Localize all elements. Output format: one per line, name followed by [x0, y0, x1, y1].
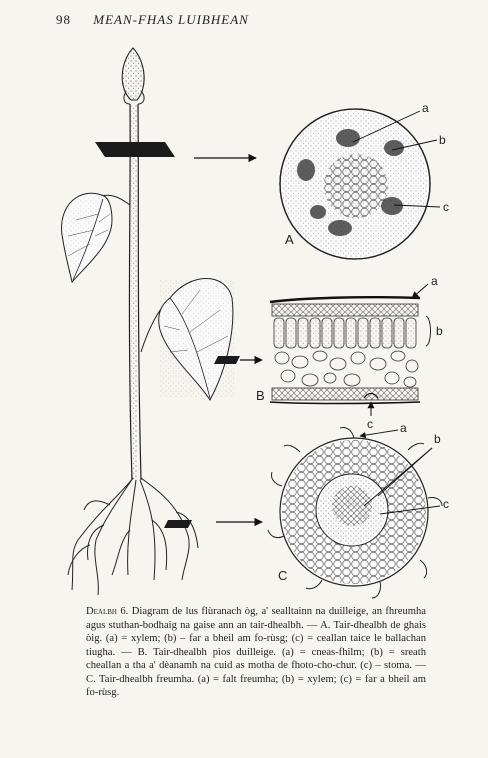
caption-body: Diagram de lus flùranach òg, a' sealltai…	[86, 606, 426, 698]
stem-cross-section: a b c A	[279, 101, 449, 260]
root-callout-c: c	[443, 497, 449, 511]
running-title: MEAN-FHAS LUIBHEAN	[93, 12, 249, 27]
leaf-callout-a: a	[431, 274, 438, 288]
root-callout-b: b	[434, 432, 441, 446]
stem-callout-b: b	[439, 133, 446, 147]
plant-diagram: a b c A	[61, 47, 449, 599]
root-callout-a: a	[400, 421, 407, 435]
spongy-layer	[274, 350, 419, 388]
figure-caption: Dealbh 6. Diagram de lus flùranach òg, a…	[86, 605, 426, 700]
panel-label-b: B	[256, 388, 265, 403]
stem-callout-a: a	[422, 101, 429, 115]
leaf-callout-b: b	[436, 324, 443, 338]
stem-callout-c: c	[443, 200, 449, 214]
root-cross-section: a b c C	[267, 421, 449, 599]
page-header: 98 MEAN-FHAS LUIBHEAN	[56, 12, 249, 28]
page-number: 98	[56, 12, 71, 27]
panel-label-a: A	[285, 232, 294, 247]
panel-label-c: C	[278, 568, 287, 583]
root-hairs	[267, 427, 443, 599]
leaf-cross-section: a b c B	[256, 274, 443, 431]
caption-lead: Dealbh 6.	[86, 606, 129, 617]
plant-illustration	[61, 47, 240, 596]
leaf-callout-c: c	[367, 417, 373, 431]
